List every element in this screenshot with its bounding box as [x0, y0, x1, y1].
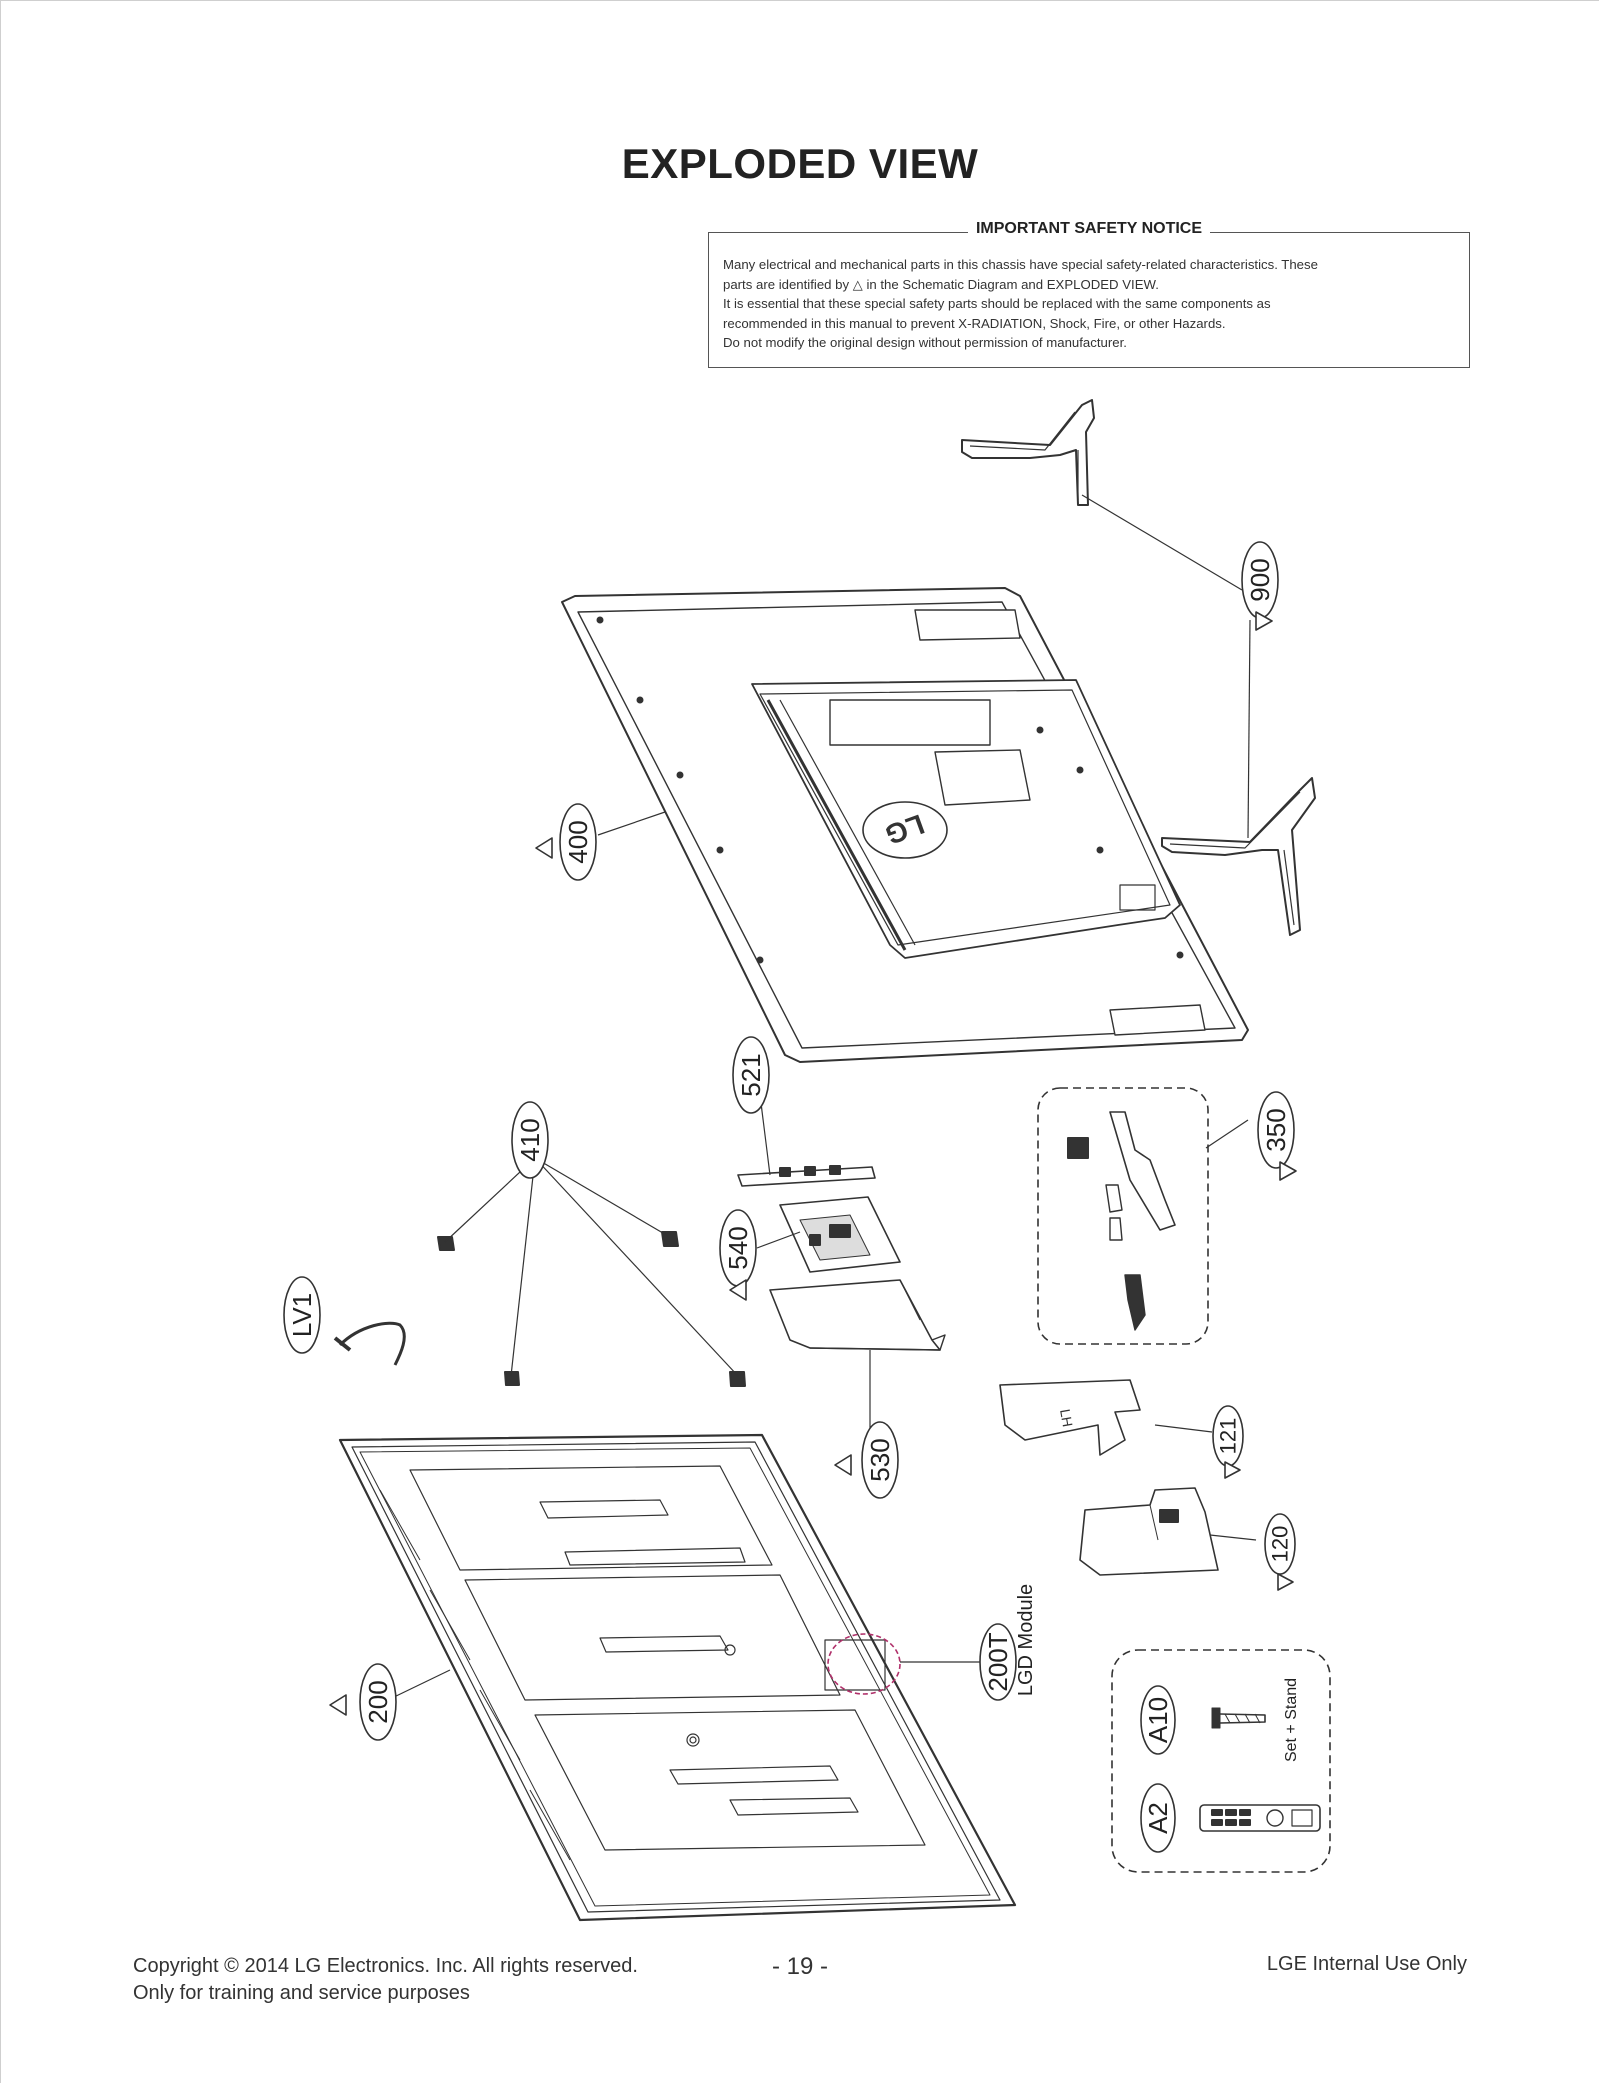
copyright-text: Copyright © 2014 LG Electronics. Inc. Al…	[133, 1955, 638, 1977]
safety-notice-title: IMPORTANT SAFETY NOTICE	[967, 220, 1211, 237]
parts-box-350	[1037, 1087, 1209, 1345]
callout-350	[1257, 1091, 1295, 1169]
part-number-900: 900	[1245, 558, 1275, 601]
set-stand-label: Set + Stand	[1283, 1678, 1300, 1762]
part-number-a2: A2	[1143, 1802, 1173, 1834]
part-number-400: 400	[563, 820, 593, 863]
part-number-121: 121	[1216, 1418, 1241, 1455]
callout-521	[732, 1036, 770, 1114]
power-board-mark: LH	[1057, 1408, 1076, 1428]
callout-200	[359, 1663, 397, 1741]
power-board-121: LH	[999, 1379, 1141, 1456]
notice-line-2-pre: parts are identified by	[723, 276, 850, 292]
part-number-521: 521	[736, 1053, 766, 1096]
part-number-lv1: LV1	[287, 1293, 317, 1337]
callout-400	[559, 803, 597, 881]
speaker-530	[769, 1279, 946, 1351]
page-title: EXPLODED VIEW	[621, 140, 979, 187]
part-number-540: 540	[723, 1226, 753, 1269]
notice-line-3: It is essential that these special safet…	[723, 296, 1271, 311]
stand-top-part	[961, 399, 1095, 506]
part-number-350: 350	[1261, 1108, 1291, 1151]
warning-triangle-icon: △	[852, 276, 863, 292]
safety-notice-body: Many electrical and mechanical parts in …	[723, 255, 1455, 353]
callout-lv1	[283, 1276, 321, 1354]
main-board-540	[779, 1196, 901, 1273]
lgd-module-label: LGD Module	[1015, 1584, 1037, 1696]
callout-200t	[979, 1623, 1017, 1701]
internal-use-text: LGE Internal Use Only	[1266, 1953, 1467, 1975]
part-number-410: 410	[515, 1118, 545, 1161]
warning-triangles	[329, 611, 1297, 1716]
part-number-530: 530	[865, 1438, 895, 1481]
back-cover-part: LG	[561, 587, 1249, 1063]
callout-a10	[1140, 1685, 1176, 1755]
notice-line-4: recommended in this manual to prevent X-…	[723, 315, 1226, 331]
notice-line-1: Many electrical and mechanical parts in …	[723, 257, 1318, 272]
callout-120	[1264, 1513, 1296, 1575]
notice-line-2-post: in the Schematic Diagram and EXPLODED VI…	[866, 276, 1159, 292]
page-number: - 19 -	[771, 1953, 828, 1980]
safety-notice-box: IMPORTANT SAFETY NOTICE Many electrical …	[708, 220, 1470, 368]
part-number-120: 120	[1268, 1526, 1293, 1563]
power-board-120	[1079, 1487, 1219, 1576]
footer-left: Copyright © 2014 LG Electronics. Inc. Al…	[133, 1953, 638, 2007]
leader-lines	[391, 494, 1257, 1699]
stand-bottom-part	[1161, 777, 1316, 936]
callout-a2	[1140, 1783, 1176, 1853]
part-number-200: 200	[363, 1680, 393, 1723]
callout-410	[511, 1101, 549, 1179]
bracket-521	[737, 1165, 876, 1187]
accessory-box	[1111, 1649, 1331, 1873]
cable-lv1	[333, 1321, 406, 1366]
part-number-200t: 200T	[983, 1632, 1013, 1691]
callout-530	[861, 1421, 899, 1499]
lcd-module-200	[338, 1433, 1017, 1922]
training-text: Only for training and service purposes	[133, 1982, 470, 2004]
part-number-a10: A10	[1143, 1697, 1173, 1743]
notice-line-5: Do not modify the original design withou…	[723, 335, 1127, 350]
tcon-highlight-circle	[827, 1633, 901, 1695]
brackets-410	[437, 1231, 746, 1387]
